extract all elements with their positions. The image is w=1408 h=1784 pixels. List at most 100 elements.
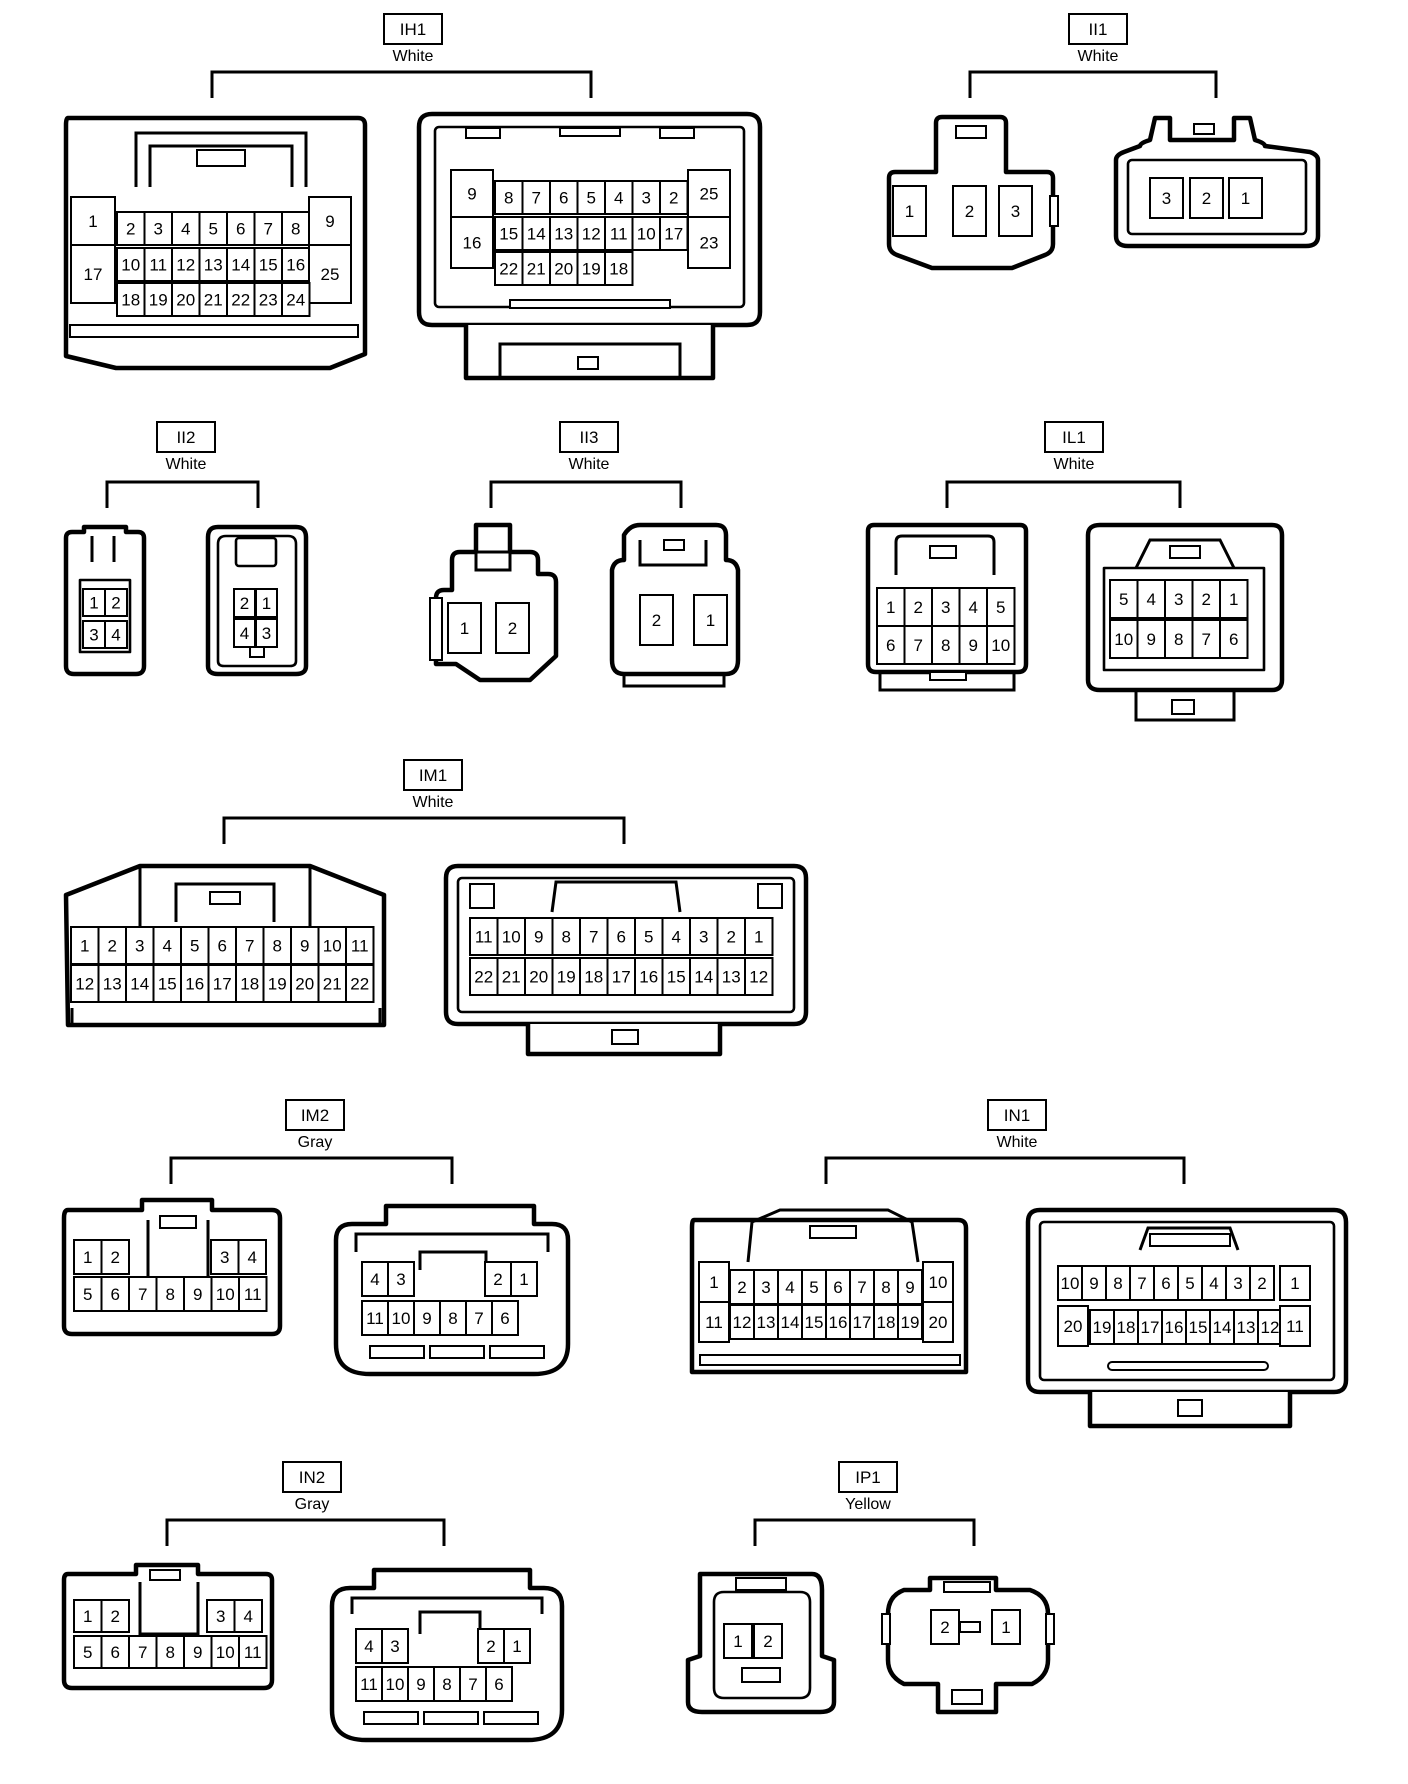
pin-number: 4 — [364, 1637, 373, 1656]
connector-id: II3 — [580, 428, 599, 447]
pin-number: 3 — [699, 928, 708, 947]
pin-number: 13 — [1237, 1318, 1256, 1337]
pin-number: 14 — [130, 975, 149, 994]
pin-number: 7 — [138, 1285, 147, 1304]
pin-number: 15 — [1189, 1318, 1208, 1337]
connector-label-box — [987, 1099, 1047, 1131]
pin-number: 5 — [587, 189, 596, 208]
pin-cell — [524, 957, 554, 996]
connector-color: White — [569, 456, 610, 473]
connector-bracket — [105, 480, 260, 508]
pin-cell — [1161, 1309, 1187, 1345]
pin-number: 17 — [84, 265, 103, 284]
pin-number: 25 — [321, 265, 340, 284]
pin-number: 2 — [669, 189, 678, 208]
pin-cell — [70, 244, 116, 304]
pin-number: 22 — [499, 260, 518, 279]
connector-bracket — [945, 480, 1182, 508]
pin-number: 4 — [240, 624, 249, 643]
pin-number: 10 — [929, 1273, 948, 1292]
pin-number: 19 — [557, 968, 576, 987]
pin-number: 18 — [609, 260, 628, 279]
connector-id: II2 — [177, 428, 196, 447]
pin-number: 3 — [220, 1248, 229, 1267]
pin-cell — [551, 917, 581, 956]
pin-number: 7 — [532, 189, 541, 208]
pin-cell — [281, 211, 311, 246]
pin-number: 11 — [705, 1313, 723, 1332]
pin-number: 1 — [733, 1632, 742, 1651]
pin-cell — [661, 917, 691, 956]
pin-number: 8 — [442, 1675, 451, 1694]
pin-number: 1 — [519, 1270, 528, 1289]
pin-cell — [317, 964, 347, 1003]
pin-number: 13 — [722, 968, 741, 987]
pin-number: 5 — [190, 937, 199, 956]
pin-cell — [753, 1304, 779, 1340]
pin-number: 19 — [901, 1313, 920, 1332]
pin-cell — [849, 1269, 875, 1305]
pin-number: 9 — [325, 212, 334, 231]
pin-number: 23 — [700, 234, 719, 253]
pin-number: 16 — [185, 975, 204, 994]
pin-number: 8 — [166, 1643, 175, 1662]
pin-cell — [998, 185, 1033, 237]
connector-label-box — [1044, 421, 1104, 453]
pin-number: 6 — [1161, 1274, 1170, 1293]
pin-cell — [238, 1635, 268, 1669]
pin-number: 14 — [694, 968, 713, 987]
pin-number: 3 — [262, 624, 271, 643]
pin-number: 17 — [664, 225, 683, 244]
pin-number: 7 — [474, 1309, 483, 1328]
pin-number: 5 — [1119, 590, 1128, 609]
pin-cell — [1149, 177, 1184, 219]
pin-cell — [1185, 1309, 1211, 1345]
pin-number: 13 — [757, 1313, 776, 1332]
pin-number: 5 — [644, 928, 653, 947]
pin-number: 21 — [502, 968, 521, 987]
pin-cell — [355, 1666, 383, 1702]
pin-cell — [659, 216, 689, 251]
pin-number: 20 — [929, 1313, 948, 1332]
connector-color: White — [1078, 48, 1119, 65]
pin-number: 11 — [149, 256, 167, 275]
pin-number: 10 — [323, 937, 342, 956]
pin-number: 2 — [126, 220, 135, 239]
connector-bracket — [968, 70, 1218, 98]
pin-cell — [1113, 1309, 1139, 1345]
pin-number: 3 — [396, 1270, 405, 1289]
pin-number: 4 — [1147, 590, 1156, 609]
connector-id: II1 — [1089, 20, 1108, 39]
connector-label-box — [282, 1461, 342, 1493]
pin-number: 7 — [264, 220, 273, 239]
pin-number: 4 — [244, 1607, 253, 1626]
pin-cell — [503, 1628, 531, 1664]
pin-cell — [206, 1599, 236, 1633]
pin-cell — [494, 251, 524, 286]
pin-number: 3 — [761, 1278, 770, 1297]
pin-number: 11 — [366, 1309, 384, 1328]
pin-number: 2 — [652, 611, 661, 630]
pin-number: 3 — [216, 1607, 225, 1626]
pin-number: 2 — [111, 1607, 120, 1626]
pin-number: 12 — [582, 225, 601, 244]
pin-number: 6 — [494, 1675, 503, 1694]
pin-number: 9 — [534, 928, 543, 947]
connector-id: IM1 — [419, 766, 447, 785]
pin-number: 9 — [193, 1285, 202, 1304]
pin-cell — [723, 1623, 753, 1659]
connector-label-box — [383, 13, 443, 45]
pin-cell — [116, 247, 146, 282]
pin-number: 1 — [89, 594, 98, 613]
pin-cell — [281, 282, 311, 317]
connector-label-box — [285, 1099, 345, 1131]
pin-cell — [606, 957, 636, 996]
